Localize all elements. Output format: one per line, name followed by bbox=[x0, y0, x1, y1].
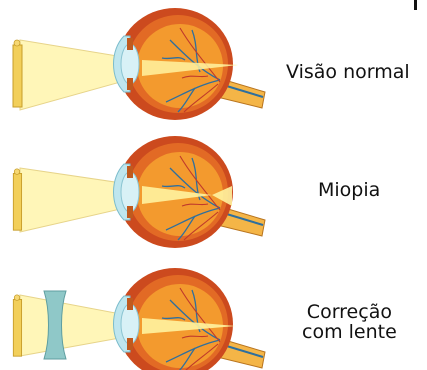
caption-correction: Correção com lente bbox=[302, 302, 397, 342]
eye-icon bbox=[114, 136, 266, 248]
caption-correction-line2: com lente bbox=[302, 322, 397, 342]
object-icon bbox=[13, 169, 21, 230]
object-icon bbox=[13, 295, 21, 356]
row-normal-vision bbox=[13, 8, 265, 120]
caption-correction-line1: Correção bbox=[302, 302, 397, 322]
row-myopia bbox=[13, 136, 265, 248]
eye-icon bbox=[114, 268, 266, 370]
object-icon bbox=[13, 40, 22, 107]
caption-myopia: Miopia bbox=[318, 180, 380, 200]
row-correction bbox=[13, 268, 265, 370]
caption-normal-vision: Visão normal bbox=[286, 62, 410, 82]
edge-mark bbox=[414, 0, 417, 10]
